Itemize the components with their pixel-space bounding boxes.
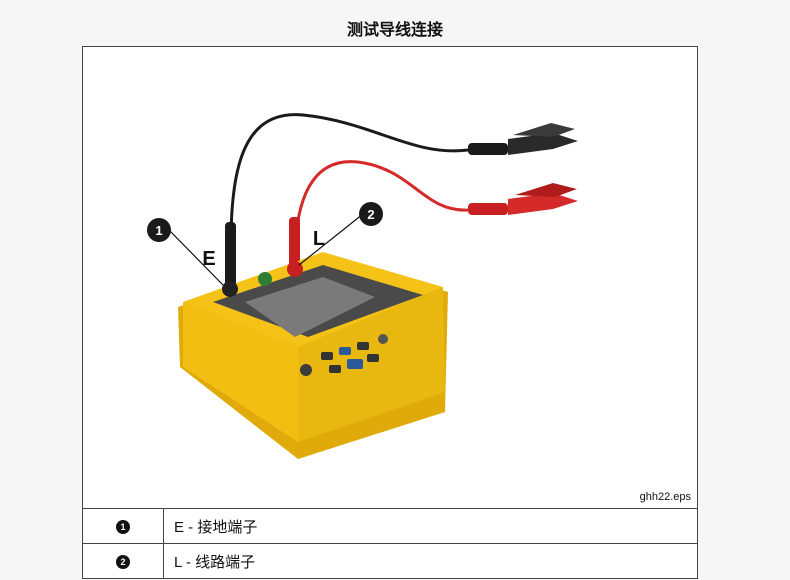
power-button bbox=[300, 364, 312, 376]
callout-1-leader bbox=[168, 229, 224, 286]
red-alligator-clip bbox=[468, 183, 578, 215]
test-button bbox=[378, 334, 388, 344]
legend-text: L - 线路端子 bbox=[163, 543, 698, 579]
key-button bbox=[329, 365, 341, 373]
key-button bbox=[321, 352, 333, 360]
guard-terminal bbox=[258, 272, 272, 286]
navigation-pad bbox=[347, 359, 363, 369]
e-terminal bbox=[222, 281, 238, 297]
legend-row: 1 E - 接地端子 bbox=[82, 508, 698, 544]
callout-1-number: 1 bbox=[155, 223, 162, 238]
callout-2-letter: L bbox=[313, 228, 325, 250]
key-button bbox=[367, 354, 379, 362]
red-test-lead bbox=[293, 160, 469, 273]
figure-file-label: ghh22.eps bbox=[639, 491, 691, 503]
callout-2-marker bbox=[359, 202, 383, 226]
display-screen bbox=[245, 277, 375, 337]
callout-1-marker bbox=[147, 218, 171, 242]
legend-row: 2 L - 线路端子 bbox=[82, 543, 698, 579]
insulation-tester bbox=[178, 252, 448, 459]
page-title: 测试导线连接 bbox=[346, 22, 443, 39]
key-button bbox=[357, 342, 369, 350]
instrument-illustration: 1 E 2 L bbox=[147, 113, 578, 459]
callout-2-leader bbox=[298, 213, 364, 266]
callout-2-number: 2 bbox=[367, 207, 374, 222]
legend-text: E - 接地端子 bbox=[163, 508, 698, 544]
legend-number-badge: 1 bbox=[116, 519, 130, 534]
black-alligator-clip bbox=[468, 123, 578, 155]
key-button bbox=[339, 347, 351, 355]
figure-panel: 1 E 2 L ghh22.eps bbox=[82, 46, 698, 510]
legend-table: 1 E - 接地端子 2 L - 线路端子 bbox=[82, 508, 698, 579]
black-probe bbox=[225, 222, 236, 292]
callout-1-letter: E bbox=[202, 248, 215, 270]
legend-number-badge: 2 bbox=[116, 554, 130, 569]
